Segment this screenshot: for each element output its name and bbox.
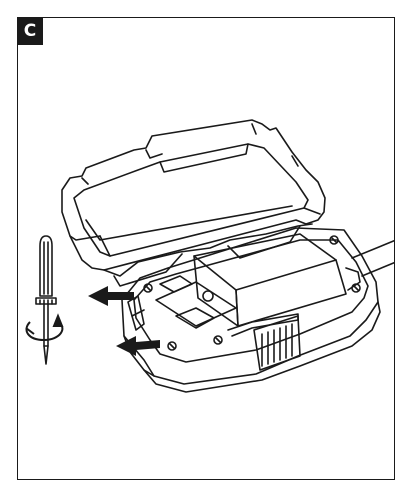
figure-frame [17,17,395,480]
step-label: C [23,21,37,41]
step-badge: C [17,17,43,45]
push-arrow-icon [88,286,134,306]
side-clamp [127,295,145,331]
terminal-module [155,233,361,337]
open-lid [61,119,326,271]
box-body [121,227,381,393]
junction-box-illustration [25,119,395,393]
cable [253,239,395,371]
push-arrow-icon [116,336,160,356]
screwdriver-icon [35,235,57,365]
rotation-arrow-icon [25,313,64,342]
screws [143,235,361,351]
